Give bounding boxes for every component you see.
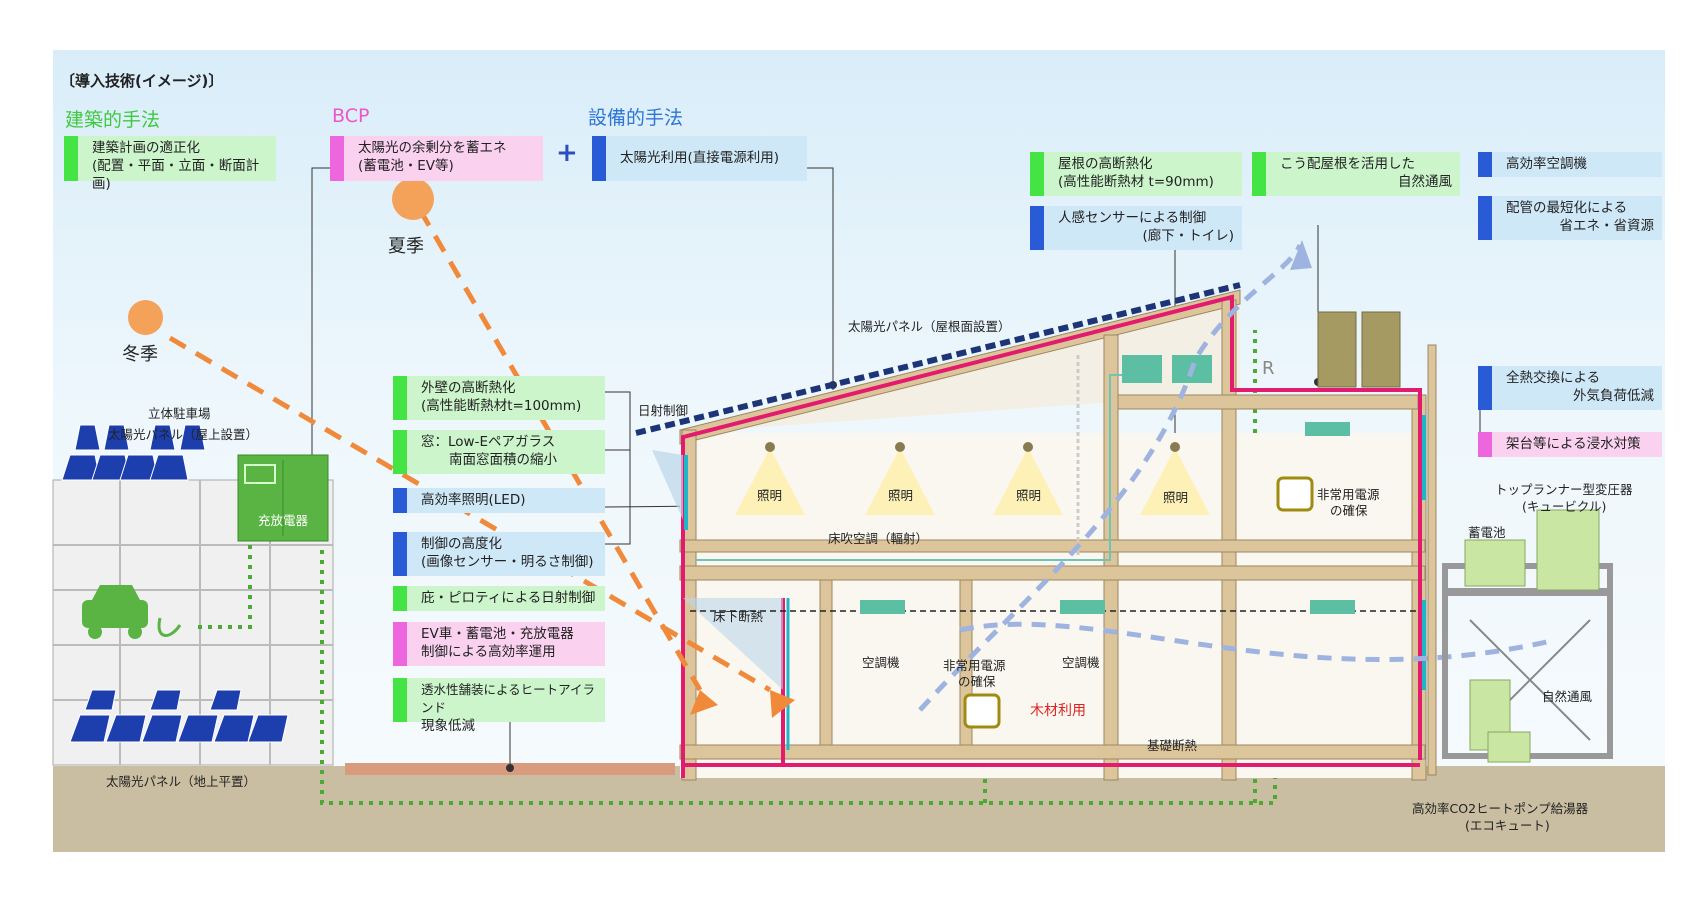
box-ev-l2: 制御による高効率運用	[421, 644, 556, 660]
label-foundation: 基礎断熱	[1147, 738, 1198, 753]
box-ev: EV車・蓄電池・充放電器 制御による高効率運用	[393, 622, 605, 666]
label-parking-pv: 太陽光パネル（屋上設置）	[108, 427, 259, 442]
box-eaves: 庇・ピロティによる日射制御	[393, 586, 605, 611]
box-flood: 架台等による浸水対策	[1478, 432, 1662, 457]
box-eaves-text: 庇・ピロティによる日射制御	[421, 590, 596, 606]
box-solar-storage-l2: (蓄電池・EV等)	[358, 158, 454, 174]
box-heat-exchange-l1: 全熱交換による	[1506, 370, 1601, 386]
label-emergency-2f-l1: 非常用電源	[1317, 487, 1380, 502]
label-toprunner-l2: (キュービクル)	[1522, 499, 1607, 514]
box-led: 高効率照明(LED)	[393, 488, 605, 513]
label-toprunner-l1: トップランナー型変圧器	[1495, 482, 1633, 497]
label-floor-ac: 床吹空調（輻射）	[828, 531, 929, 546]
box-natural-vent-l1: こう配屋根を活用した	[1280, 156, 1415, 172]
label-shading: 日射制御	[638, 403, 689, 418]
summer-sun-icon	[392, 178, 434, 220]
box-piping: 配管の最短化による 省エネ・省資源	[1478, 196, 1662, 240]
box-sensor: 人感センサーによる制御 (廊下・トイレ)	[1030, 206, 1242, 250]
box-natural-vent: こう配屋根を活用した 自然通風	[1252, 152, 1460, 196]
label-emergency-1f-l1: 非常用電源	[943, 658, 1006, 673]
box-sensor-l2: (廊下・トイレ)	[1142, 228, 1234, 244]
box-flood-text: 架台等による浸水対策	[1506, 436, 1641, 452]
label-light-2: 照明	[888, 488, 914, 503]
category-bcp: BCP	[332, 105, 370, 127]
label-parking: 立体駐車場	[148, 406, 211, 421]
box-piping-l2: 省エネ・省資源	[1559, 218, 1655, 234]
box-hvac: 高効率空調機	[1478, 152, 1662, 177]
label-natural-vent: 自然通風	[1542, 689, 1593, 704]
label-light-1: 照明	[757, 488, 783, 503]
category-architectural: 建築的手法	[65, 109, 161, 131]
label-emergency-1f-l2: の確保	[958, 674, 996, 689]
box-solar-storage: 太陽光の余剰分を蓄エネ (蓄電池・EV等)	[330, 136, 543, 181]
label-roof-pv: 太陽光パネル（屋根面設置）	[848, 319, 1011, 334]
label-battery: 蓄電池	[1468, 525, 1506, 540]
box-heat-exchange: 全熱交換による 外気負荷低減	[1478, 366, 1662, 410]
box-roof-insulation-l2: (高性能断熱材 t=90mm)	[1058, 174, 1214, 190]
label-winter: 冬季	[122, 344, 158, 365]
label-light-3: 照明	[1016, 488, 1042, 503]
box-building-plan: 建築計画の適正化 (配置・平面・立面・断面計画)	[64, 136, 276, 192]
box-building-plan-l2: (配置・平面・立面・断面計画)	[92, 158, 260, 192]
winter-sun-icon	[128, 300, 163, 335]
box-solar-direct-text: 太陽光利用(直接電源利用)	[620, 150, 780, 166]
label-summer: 夏季	[388, 236, 424, 257]
box-control-l2: (画像センサー・明るさ制御)	[421, 554, 594, 570]
label-ac-1: 空調機	[862, 655, 900, 670]
box-heat-exchange-l2: 外気負荷低減	[1573, 388, 1654, 404]
box-piping-l1: 配管の最短化による	[1506, 200, 1628, 216]
box-control-l1: 制御の高度化	[421, 536, 502, 552]
box-sensor-l1: 人感センサーによる制御	[1058, 210, 1207, 226]
parking-structure	[52, 424, 334, 766]
box-natural-vent-l2: 自然通風	[1398, 174, 1452, 190]
box-control: 制御の高度化 (画像センサー・明るさ制御)	[393, 532, 605, 576]
box-ev-l1: EV車・蓄電池・充放電器	[421, 626, 574, 642]
label-emergency-2f-l2: の確保	[1330, 503, 1368, 518]
label-ecocute-l2: (エコキュート)	[1465, 818, 1550, 833]
label-ecocute-l1: 高効率CO2ヒートポンプ給湯器	[1412, 801, 1589, 816]
box-window: 窓：Low-Eペアガラス 南面窓面積の縮小	[393, 430, 605, 474]
label-r: R	[1262, 358, 1275, 379]
plus-sign: +	[556, 138, 578, 168]
label-ground-pv: 太陽光パネル（地上平置）	[106, 774, 257, 789]
box-led-text: 高効率照明(LED)	[421, 492, 526, 508]
category-equipment: 設備的手法	[588, 107, 684, 129]
label-wood: 木材利用	[1030, 703, 1086, 719]
box-solar-storage-l1: 太陽光の余剰分を蓄エネ	[358, 140, 507, 156]
box-solar-direct: 太陽光利用(直接電源利用)	[592, 136, 807, 181]
box-wall-insulation-l2: (高性能断熱材t=100mm)	[421, 398, 582, 414]
box-building-plan-l1: 建築計画の適正化	[92, 140, 200, 156]
page-title: 〔導入技術(イメージ)〕	[60, 72, 224, 90]
box-paving: 透水性舗装によるヒートアイランド 現象低減	[393, 678, 605, 734]
box-wall-insulation-l1: 外壁の高断熱化	[421, 380, 516, 396]
box-hvac-text: 高効率空調機	[1506, 156, 1587, 172]
box-roof-insulation-l1: 屋根の高断熱化	[1058, 156, 1153, 172]
box-wall-insulation: 外壁の高断熱化 (高性能断熱材t=100mm)	[393, 376, 605, 420]
box-window-l1: 窓：Low-Eペアガラス	[421, 434, 556, 450]
box-paving-l1: 透水性舗装によるヒートアイランド	[421, 682, 596, 715]
label-light-4: 照明	[1163, 490, 1189, 505]
label-underfloor: 床下断熱	[713, 609, 764, 624]
box-paving-l2: 現象低減	[421, 718, 475, 734]
label-charger: 充放電器	[258, 513, 309, 528]
label-ac-2: 空調機	[1062, 655, 1100, 670]
box-roof-insulation: 屋根の高断熱化 (高性能断熱材 t=90mm)	[1030, 152, 1242, 196]
box-window-l2: 南面窓面積の縮小	[449, 452, 557, 468]
